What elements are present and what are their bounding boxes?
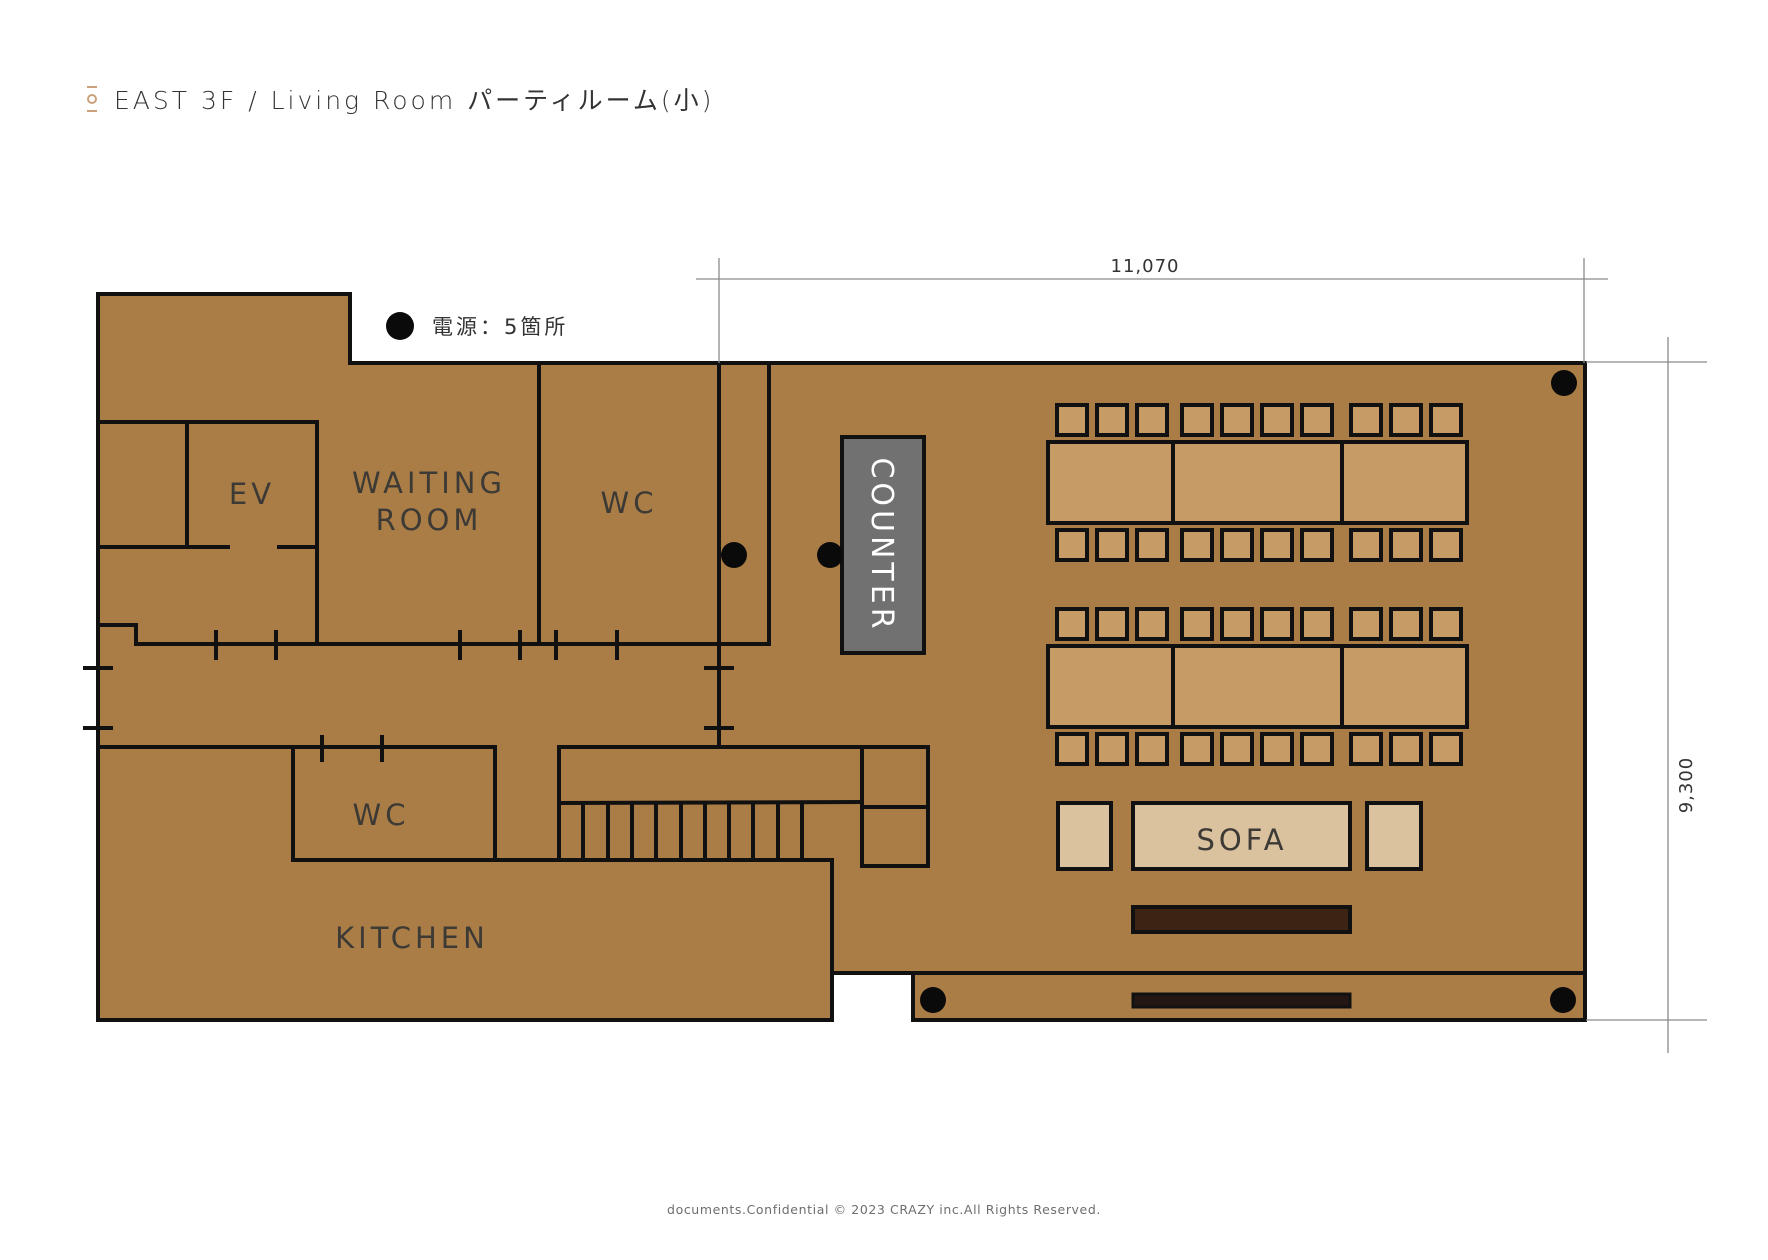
page-header: EAST 3F / Living Room パーティルーム(小) (86, 84, 715, 115)
legend-label: 電源：5箇所 (432, 315, 568, 339)
dimension-width: 11,070 (696, 256, 1608, 363)
tv-table (1131, 905, 1352, 934)
dimension-width-label: 11,070 (1111, 256, 1180, 277)
table-group-1 (1046, 403, 1469, 562)
page-title: EAST 3F / Living Room パーティルーム(小) (114, 86, 715, 115)
hallway-upper-wall (96, 623, 721, 646)
room-label-wc-lower: WC (353, 798, 410, 832)
counter-label: COUNTER (864, 457, 899, 632)
legend: 電源：5箇所 (386, 312, 568, 340)
power-outlet-dot-icon (920, 987, 946, 1013)
power-outlets (721, 370, 1577, 1013)
sofa (1131, 801, 1352, 871)
room-label-waiting-room-2: ROOM (376, 503, 483, 537)
floor-marker-icon (86, 85, 98, 113)
room-label-ev: EV (229, 477, 275, 511)
room-label-wc-upper: WC (601, 486, 658, 520)
room-label-waiting-room-1: WAITING (352, 466, 506, 500)
room-label-kitchen: KITCHEN (335, 921, 489, 955)
outer-wall (96, 292, 1587, 1022)
counter: COUNTER (840, 435, 926, 655)
power-outlet-dot-icon (386, 312, 414, 340)
tv-board (1131, 992, 1352, 1009)
armchair-left (1056, 801, 1113, 871)
power-outlet-dot-icon (817, 542, 843, 568)
power-outlet-dot-icon (1551, 370, 1577, 396)
footer-copyright: documents.Confidential © 2023 CRAZY inc.… (667, 1202, 1101, 1217)
power-outlet-dot-icon (721, 542, 747, 568)
power-outlet-dot-icon (1550, 987, 1576, 1013)
sofa-set: SOFA (1056, 801, 1423, 1009)
ev-block (96, 420, 319, 646)
narrow-closet-wall (717, 361, 771, 646)
table-group-2 (1046, 607, 1469, 766)
dimension-height-label: 9,300 (1676, 757, 1697, 814)
sofa-label: SOFA (1196, 823, 1287, 857)
armchair-right (1365, 801, 1423, 871)
staircase (556, 745, 930, 868)
dimension-height: 9,300 (1586, 337, 1707, 1053)
